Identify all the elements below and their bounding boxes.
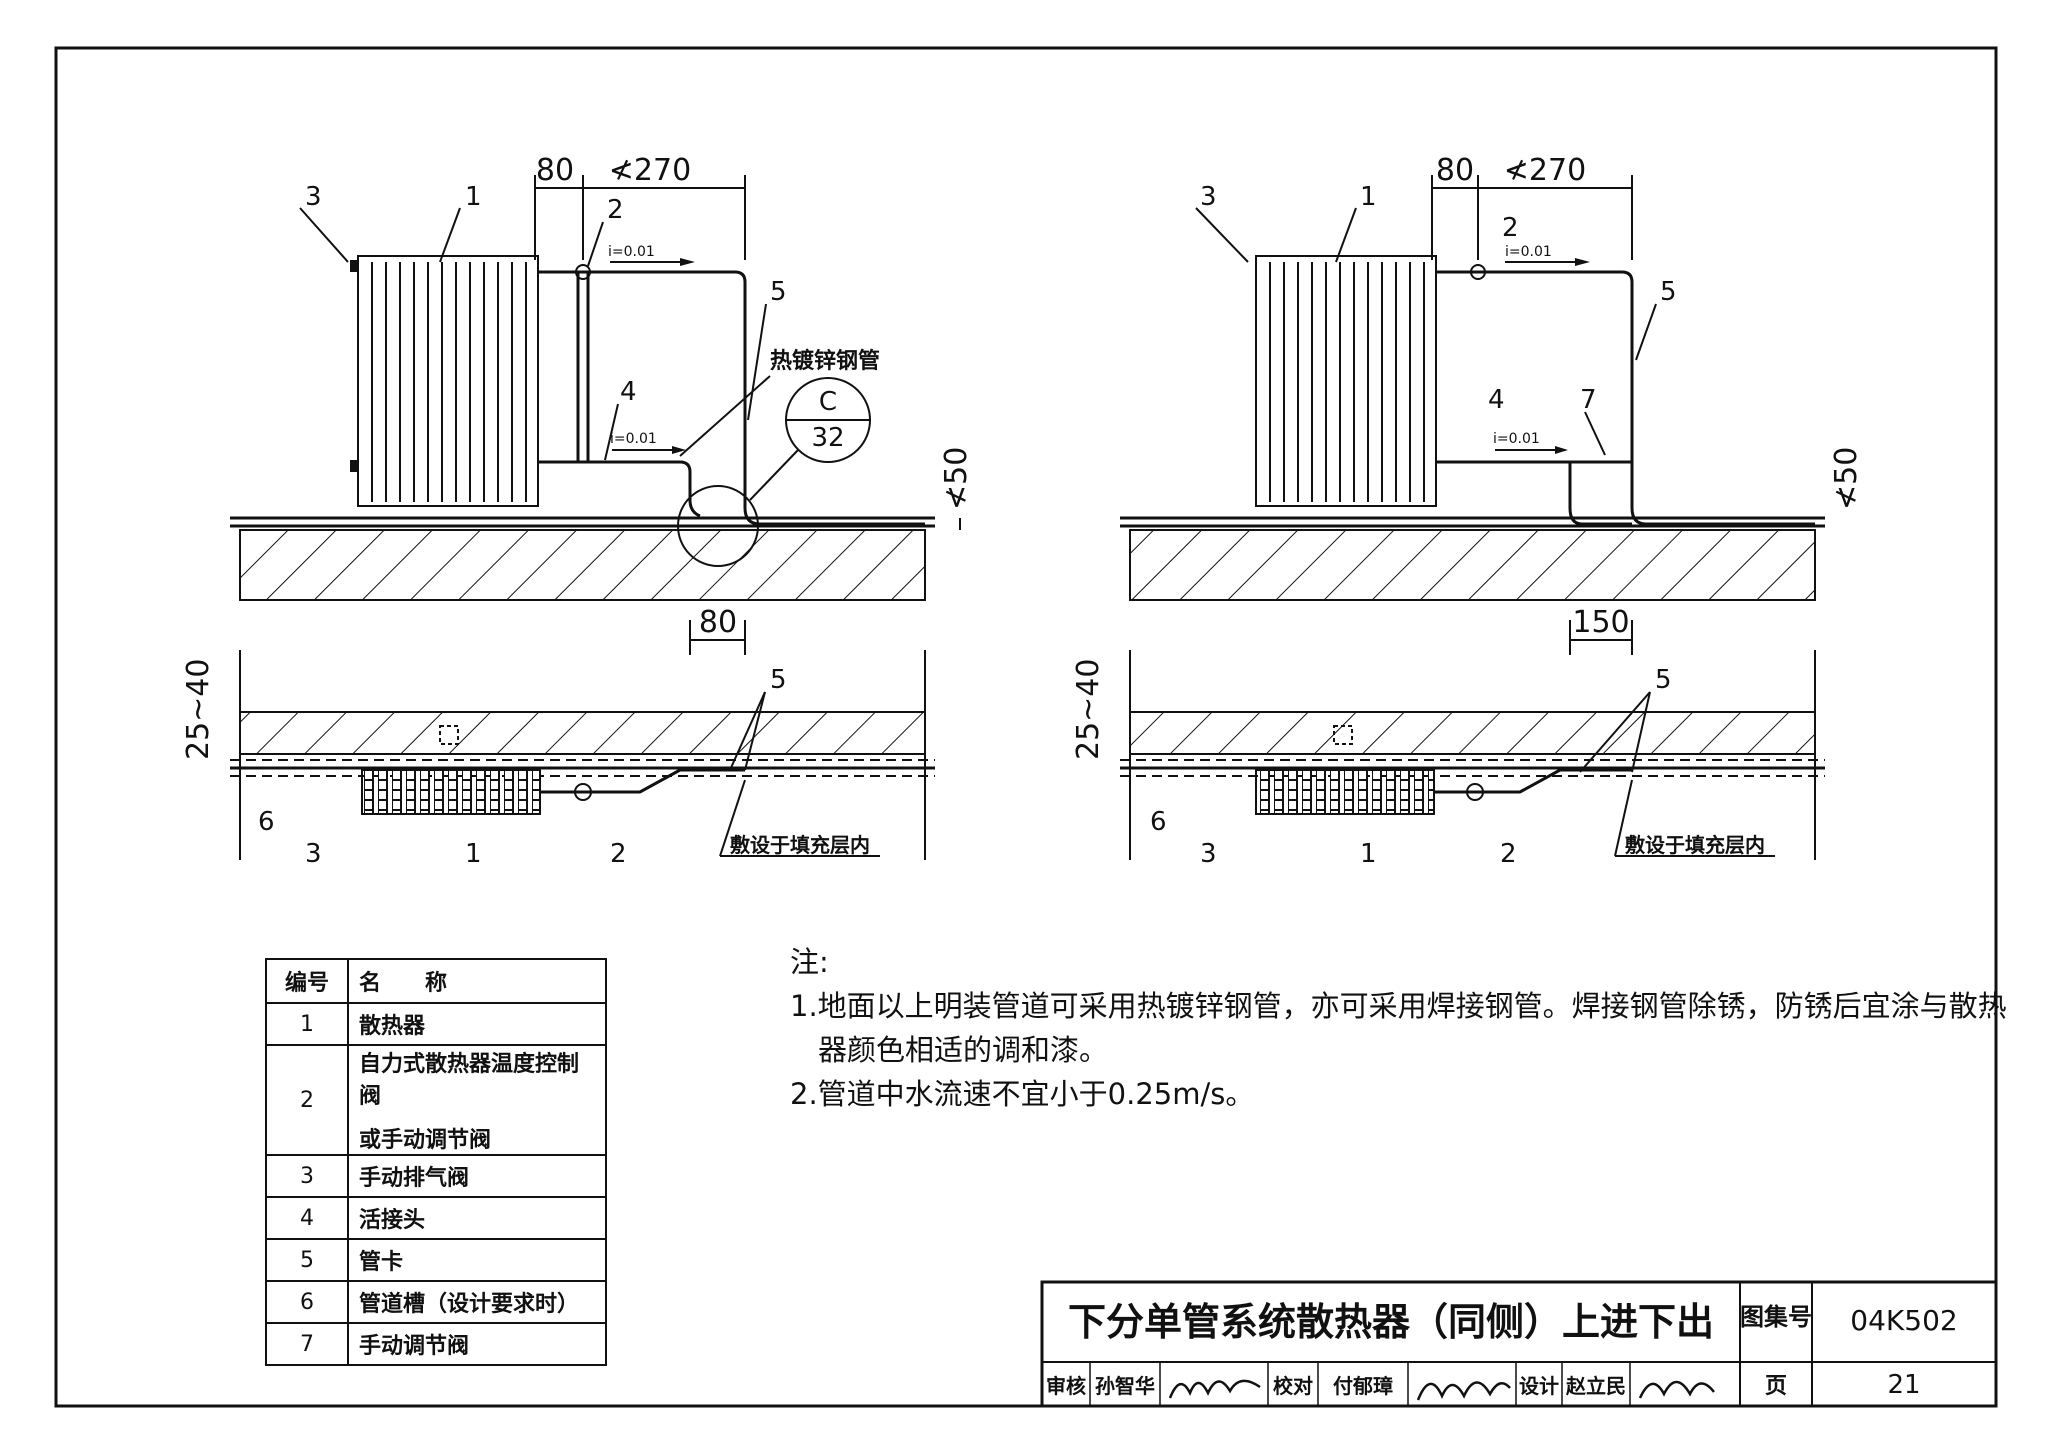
left-plan-label-2: 2 (610, 839, 627, 869)
right-slope-top: i=0.01 (1505, 244, 1552, 260)
sheet-border (54, 46, 1998, 1408)
left-dim-80: 80 (536, 153, 574, 188)
legend-header: 编号 名 称 (265, 958, 607, 1004)
note-1-cont: 器颜色相适的调和漆。 (818, 1033, 1109, 1067)
left-plan-dim-25-40: 25~40 (181, 659, 216, 760)
legend-row: 4 活接头 (265, 1196, 607, 1240)
legend-no: 5 (265, 1238, 349, 1282)
left-detail-top: C (819, 387, 837, 417)
legend-name: 散热器 (347, 1002, 607, 1046)
right-fill-note: 敷设于填充层内 (1625, 833, 1765, 857)
legend-no: 6 (265, 1280, 349, 1324)
note-1: 1.地面以上明装管道可采用热镀锌钢管，亦可采用焊接钢管。焊接钢管除锈，防锈后宜涂… (790, 989, 2007, 1023)
notes: 注: 1.地面以上明装管道可采用热镀锌钢管，亦可采用焊接钢管。焊接钢管除锈，防锈… (790, 940, 2007, 1116)
right-label-7: 7 (1580, 385, 1597, 415)
legend-name: 自力式散热器温度控制阀 或手动调节阀 (347, 1044, 607, 1156)
right-plan: 25~40 6 3 1 2 5 敷设于填充层内 (1071, 650, 1825, 869)
notes-title: 注: (790, 945, 829, 979)
left-dim-80-bottom: 80 (699, 605, 737, 640)
legend-name: 手动排气阀 (347, 1154, 607, 1198)
right-plan-label-1: 1 (1360, 839, 1377, 869)
legend-no: 3 (265, 1154, 349, 1198)
right-label-1: 1 (1360, 182, 1377, 212)
left-plan-label-6: 6 (258, 807, 275, 837)
right-dim-150: 150 (1572, 605, 1629, 640)
right-dim-80: 80 (1436, 153, 1474, 188)
legend-name: 手动调节阀 (347, 1322, 607, 1366)
legend-header-no: 编号 (265, 958, 349, 1004)
left-label-2: 2 (607, 195, 624, 225)
review-signature (1168, 1379, 1261, 1399)
legend-row: 3 手动排气阀 (265, 1154, 607, 1198)
legend-row: 2 自力式散热器温度控制阀 或手动调节阀 (265, 1044, 607, 1156)
left-label-5: 5 (770, 277, 787, 307)
left-floor-slab (239, 529, 926, 601)
right-label-3: 3 (1200, 182, 1217, 212)
left-plan: 25~40 6 3 1 2 5 敷设于填充层内 (181, 650, 935, 869)
right-elevation: i=0.01 i=0.01 80 ≮270 150 ≮50 3 1 2 5 4 … (1120, 153, 1864, 655)
review-label: 审核 (1046, 1374, 1086, 1398)
left-radiator (350, 255, 539, 507)
right-dim-270: ≮270 (1504, 153, 1586, 188)
left-label-1: 1 (465, 182, 482, 212)
left-fill-note: 敷设于填充层内 (730, 833, 870, 857)
note-2: 2.管道中水流速不宜小于0.25m/s。 (790, 1077, 1255, 1111)
legend-name: 管卡 (347, 1238, 607, 1282)
left-plan-label-3: 3 (305, 839, 322, 869)
left-dim-50: ≮50 (939, 447, 974, 510)
left-slope-mid: i=0.01 (610, 431, 657, 447)
legend-no: 1 (265, 1002, 349, 1046)
legend-no: 2 (265, 1044, 349, 1156)
title-block: 下分单管系统散热器（同侧）上进下出 图集号 04K502 审核 孙智华 校对 付… (1040, 1280, 1998, 1408)
right-plan-dim-25-40: 25~40 (1071, 659, 1106, 760)
left-label-4: 4 (620, 377, 637, 407)
design-label: 设计 (1519, 1374, 1559, 1398)
design-name: 赵立民 (1565, 1374, 1626, 1398)
right-plan-label-6: 6 (1150, 807, 1167, 837)
left-plan-label-5: 5 (770, 665, 787, 695)
review-name: 孙智华 (1095, 1374, 1155, 1398)
left-pipe-label: 热镀锌钢管 (770, 348, 880, 374)
right-plan-label-3: 3 (1200, 839, 1217, 869)
left-label-3: 3 (305, 182, 322, 212)
atlas-number: 04K502 (1850, 1304, 1957, 1337)
drawing-title: 下分单管系统散热器（同侧）上进下出 (1068, 1300, 1714, 1344)
legend-header-name: 名 称 (347, 958, 607, 1004)
legend-row: 7 手动调节阀 (265, 1322, 607, 1366)
legend-name: 管道槽（设计要求时） (347, 1280, 607, 1324)
right-plan-label-2: 2 (1500, 839, 1517, 869)
left-plan-label-1: 1 (465, 839, 482, 869)
left-slope-top: i=0.01 (608, 244, 655, 260)
legend-no: 7 (265, 1322, 349, 1366)
left-detail-bottom: 32 (811, 423, 844, 453)
legend-row: 5 管卡 (265, 1238, 607, 1282)
right-plan-label-5: 5 (1655, 665, 1672, 695)
atlas-label: 图集号 (1740, 1303, 1812, 1331)
right-slope-mid: i=0.01 (1493, 431, 1540, 447)
left-elevation: i=0.01 i=0.01 C 32 热镀锌钢管 80 ≮270 80 ≮50 … (230, 153, 974, 655)
legend-row: 1 散热器 (265, 1002, 607, 1046)
legend-name-line1: 自力式散热器温度控制阀 (359, 1052, 580, 1109)
right-label-2: 2 (1502, 213, 1519, 243)
design-signature (1638, 1380, 1715, 1399)
right-label-5: 5 (1660, 277, 1677, 307)
page-number: 21 (1887, 1370, 1920, 1400)
right-dim-50: ≮50 (1829, 447, 1864, 510)
left-dim-270: ≮270 (609, 153, 691, 188)
right-label-4: 4 (1488, 385, 1505, 415)
legend-row: 6 管道槽（设计要求时） (265, 1280, 607, 1324)
page-label: 页 (1765, 1374, 1787, 1399)
check-name: 付郁璋 (1333, 1374, 1393, 1398)
legend-name: 活接头 (347, 1196, 607, 1240)
legend-name-line2: 或手动调节阀 (359, 1128, 492, 1153)
check-signature (1416, 1381, 1511, 1401)
legend-no: 4 (265, 1196, 349, 1240)
legend-table: 编号 名 称 1 散热器 2 自力式散热器温度控制阀 或手动调节阀 3 手动排气… (265, 958, 607, 1366)
check-label: 校对 (1273, 1374, 1313, 1398)
